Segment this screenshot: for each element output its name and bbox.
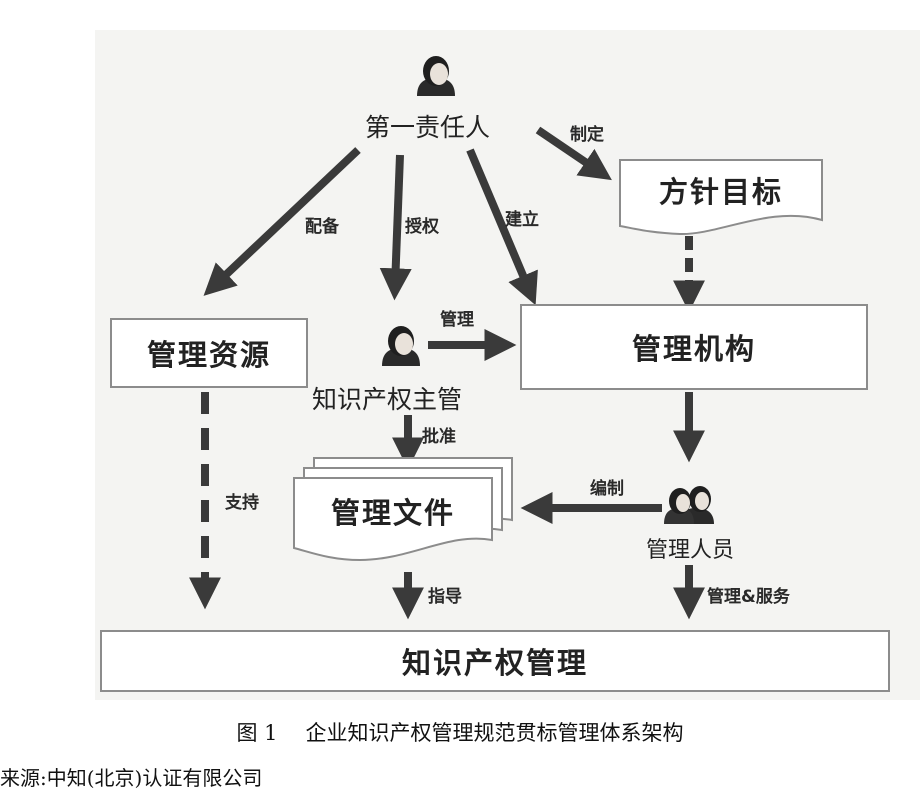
source-footnote: 来源:中知(北京)认证有限公司 (0, 766, 263, 790)
management-staff-label: 管理人员 (646, 538, 735, 563)
formulate-label: 制定 (570, 125, 604, 145)
person-icon (382, 326, 420, 366)
arrows-layer (189, 126, 823, 620)
compile-label: 编制 (590, 479, 624, 499)
management-organization-box: 管理机构 (520, 304, 868, 390)
caption-number: 图 1 (236, 721, 278, 745)
manage-label: 管理 (440, 310, 474, 330)
arrow-allocate (203, 147, 361, 296)
authorize-label: 授权 (405, 217, 439, 237)
person-icon (417, 56, 455, 96)
people-icon (664, 486, 714, 524)
approve-label: 批准 (422, 427, 456, 447)
arrow-establish (466, 148, 538, 306)
arrow-formulate (535, 126, 612, 181)
arrow-authorize (379, 154, 412, 301)
figure-caption: 图 1 企业知识产权管理规范贯标管理体系架构 (0, 717, 920, 747)
management-resources-box: 管理资源 (110, 318, 308, 388)
policy-goals-shape (619, 159, 823, 236)
first-responsible-label: 第一责任人 (365, 113, 491, 142)
allocate-label: 配备 (305, 217, 339, 237)
caption-text: 企业知识产权管理规范贯标管理体系架构 (305, 721, 684, 745)
documents-stack (293, 457, 513, 562)
management-documents-label: 管理文件 (330, 496, 455, 530)
policy-goals-label: 方针目标 (658, 175, 783, 209)
guide-label: 指导 (428, 587, 462, 607)
establish-label: 建立 (505, 210, 539, 230)
support-label: 支持 (225, 493, 259, 513)
ip-management-box: 知识产权管理 (100, 630, 890, 692)
manage-and-serve-label: 管理&服务 (707, 587, 790, 607)
ip-supervisor-label: 知识产权主管 (312, 385, 463, 414)
